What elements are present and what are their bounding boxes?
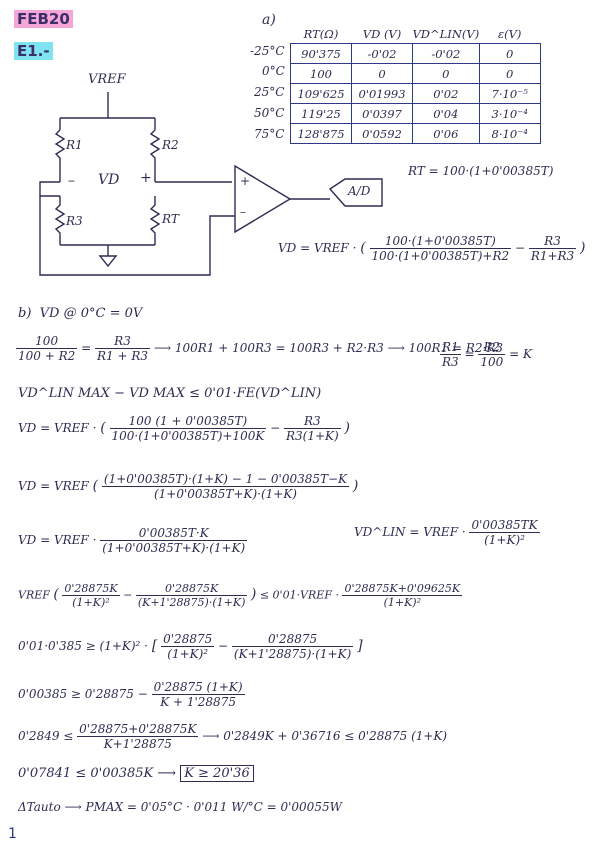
ad-converter-icon	[328, 178, 383, 207]
opamp-plus-label: +	[240, 174, 251, 188]
r1-label: R1	[66, 138, 83, 152]
ad-label: A/D	[348, 184, 371, 198]
bridge-minus-label: –	[68, 173, 75, 189]
opamp-triangle-icon	[234, 164, 292, 234]
rt-formula: RT = 100·(1+0'00385T)	[408, 164, 554, 178]
part-a-label: a)	[262, 12, 276, 28]
table-cell: 0'04	[412, 103, 480, 124]
ground-icon	[98, 255, 118, 268]
equation-line: VREF ( 0'28875K(1+K)² − 0'28875K(K+1'288…	[18, 582, 463, 609]
r3-label: R3	[66, 214, 83, 228]
r2-label: R2	[162, 138, 179, 152]
table-header-cell: ε(V)	[497, 26, 522, 41]
table-cell: 3·10⁻⁴	[478, 103, 541, 124]
result-box: K ≥ 20'36	[180, 765, 254, 782]
table-cell: 0'02	[412, 83, 480, 104]
supply-wire	[59, 92, 156, 130]
equation-line: 0'01·0'385 ≥ (1+K)² · [ 0'28875(1+K)² − …	[18, 632, 363, 661]
equation-line: VD = VREF · 0'00385T·K(1+0'00385T+K)·(1+…	[18, 526, 248, 555]
ground-wire	[60, 244, 155, 256]
equation-line: VD^LIN = VREF · 0'00385TK(1+K)²	[354, 518, 540, 547]
table-cell: 0'01993	[351, 83, 413, 104]
temp-label: 75°C	[254, 127, 285, 141]
equation-line: VD = VREF · ( 100 (1 + 0'00385T)100·(1+0…	[18, 414, 350, 443]
table-header-cell: VD^LIN(V)	[412, 26, 480, 41]
vd-formula-a: VD = VREF · ( 100·(1+0'00385T)100·(1+0'0…	[278, 234, 586, 263]
table-header-cell: RT(Ω)	[303, 26, 339, 41]
table-cell: 0'06	[412, 123, 480, 144]
table-cell: -0'02	[412, 43, 480, 64]
table-cell: 0'0592	[351, 123, 413, 144]
table-cell: 119'25	[290, 103, 352, 124]
rt-resistor	[149, 196, 161, 245]
vref-label: VREF	[88, 72, 126, 87]
page-number: 1	[8, 826, 17, 842]
temp-label: 0°C	[262, 64, 285, 78]
temp-label: 25°C	[254, 85, 285, 99]
r1-resistor	[54, 129, 66, 182]
feedback-wire	[39, 196, 235, 276]
table-cell: 8·10⁻⁴	[478, 123, 541, 144]
equation-line: 0'07841 ≤ 0'00385K ⟶ K ≥ 20'36	[18, 765, 254, 782]
equation-line: ΔTauto ⟶ PMAX = 0'05°C · 0'011 W/°C = 0'…	[18, 800, 342, 814]
table-header-row: RT(Ω) VD (V) VD^LIN(V) ε(V)	[291, 24, 541, 44]
exercise-tag: E1.-	[14, 42, 53, 60]
equation-line: VD = VREF ( (1+0'00385T)·(1+K) − 1 − 0'0…	[18, 472, 359, 501]
equation-line: VD^LIN MAX − VD MAX ≤ 0'01·FE(VD^LIN)	[18, 386, 322, 401]
rt-label: RT	[162, 212, 179, 226]
temp-label: 50°C	[254, 106, 285, 120]
bridge-circuit-diagram	[39, 92, 383, 276]
vd-label: VD	[98, 172, 120, 188]
course-code-tag: FEB20	[14, 10, 73, 28]
table-cell: 0	[478, 43, 541, 64]
results-table: RT(Ω) VD (V) VD^LIN(V) ε(V) 90'375-0'02-…	[290, 24, 541, 144]
temp-label: -25°C	[250, 44, 285, 58]
r3-resistor	[54, 196, 66, 245]
table-cell: 90'375	[290, 43, 352, 64]
r2-resistor	[149, 129, 161, 182]
equation-line: 0'00385 ≥ 0'28875 − 0'28875 (1+K)K + 1'2…	[18, 680, 245, 709]
opamp-minus-label: –	[240, 205, 246, 219]
table-cell: 128'875	[290, 123, 352, 144]
part-b-header: b) VD @ 0°C = 0V	[18, 306, 143, 321]
table-cell: -0'02	[351, 43, 413, 64]
table-header-cell: VD (V)	[362, 26, 402, 41]
bridge-plus-label: +	[140, 170, 152, 186]
